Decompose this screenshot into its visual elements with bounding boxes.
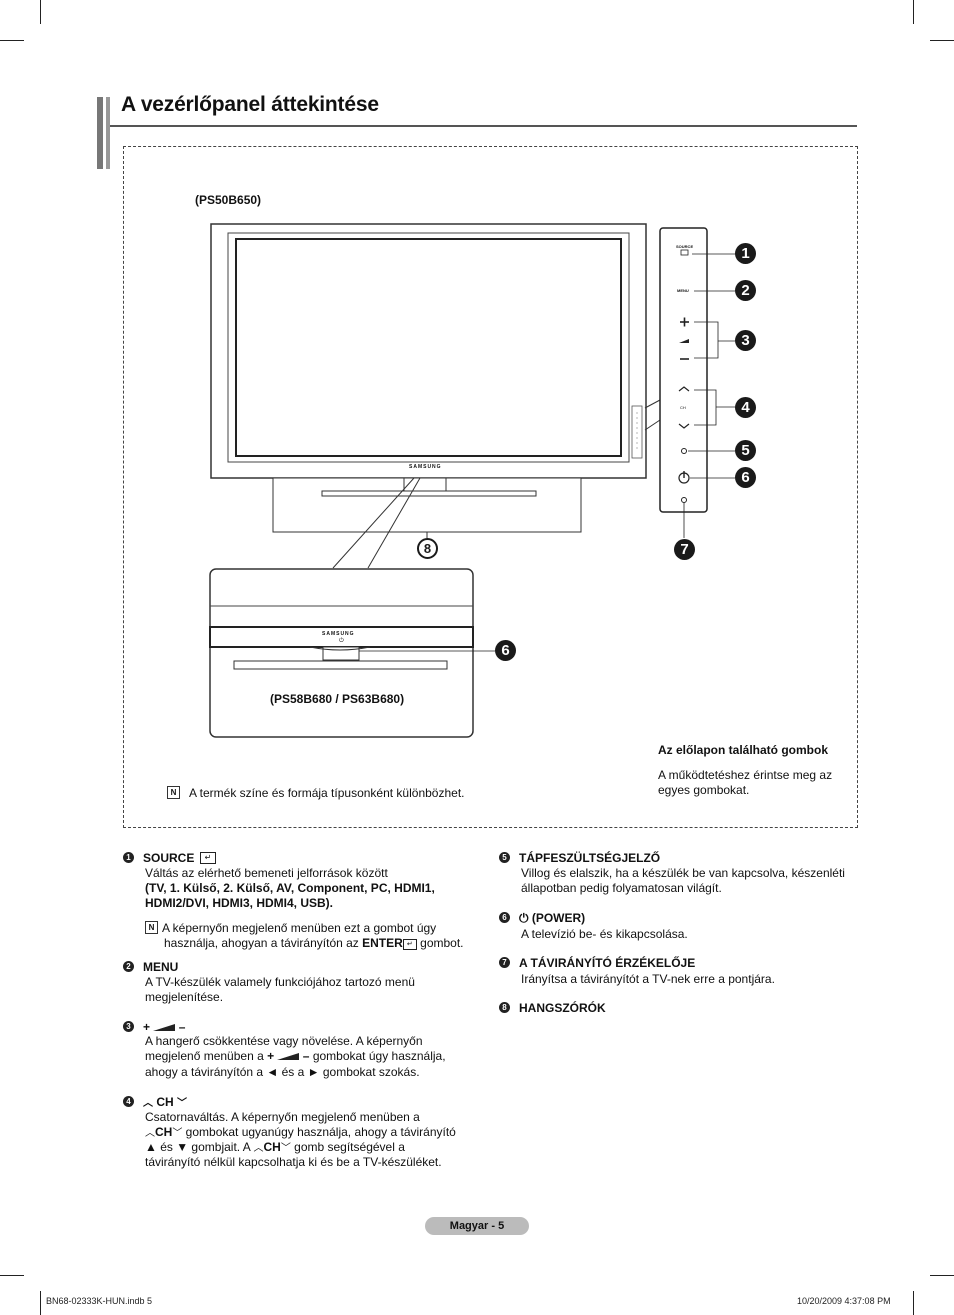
illustration-frame [123, 146, 858, 828]
item-text: állapotban pedig folyamatosan világít. [521, 881, 722, 895]
item-number-8: 8 [499, 1002, 510, 1013]
panel-source-label: SOURCE [676, 244, 694, 249]
item-text: megjelenítése. [145, 990, 224, 1004]
item-heading-power: ⏻ (POWER) [519, 911, 586, 925]
chevron-down-icon: ﹀ [280, 1143, 291, 1154]
panel-menu-label: MENU [677, 288, 689, 293]
file-name: BN68-02333K-HUN.indb 5 [46, 1296, 153, 1306]
chevron-down-icon: ﹀ [177, 1098, 188, 1109]
item-text: Irányítsa a távirányítót a TV-nek erre a… [521, 972, 775, 986]
enter-icon: ↵ [402, 939, 417, 950]
callout-6: 6 [735, 467, 756, 488]
item-number-7: 7 [499, 957, 510, 968]
callout-3: 3 [735, 330, 756, 351]
power-icon: ⏻ [339, 638, 344, 644]
item-heading-remote-sensor: A TÁVIRÁNYÍTÓ ÉRZÉKELŐJE [519, 956, 696, 970]
page-number-badge: Magyar - 5 [425, 1217, 529, 1235]
item-number-5: 5 [499, 852, 510, 863]
front-buttons-text-2: egyes gombokat. [658, 783, 750, 797]
chevron-down-icon: ﹀ [172, 1128, 183, 1139]
item-text: A hangerő csökkentése vagy növelése. A k… [145, 1034, 423, 1048]
callout-1: 1 [735, 243, 756, 264]
item-text: (TV, 1. Külső, 2. Külső, AV, Component, … [145, 881, 435, 895]
item-number-6: 6 [499, 912, 510, 923]
brand-logo-tv: SAMSUNG [409, 464, 442, 470]
item-text: távirányító nélkül kapcsolhatja ki és be… [145, 1155, 442, 1169]
volume-icon [153, 1024, 176, 1031]
item-heading-source: SOURCE [143, 851, 195, 865]
item-text: Villog és elalszik, ha a készülék be van… [521, 866, 845, 880]
title-accent [97, 97, 103, 169]
title-rule [110, 125, 857, 127]
item-text: A televízió be- és kikapcsolása. [521, 927, 688, 941]
item-heading-volume: + – [143, 1020, 186, 1034]
control-panel [659, 227, 708, 513]
item-note-line: használja, ahogyan a távirányítón az ENT… [164, 936, 464, 950]
note-text: A termék színe és formája típusonként kü… [189, 786, 465, 800]
front-buttons-heading: Az előlapon található gombok [658, 743, 829, 757]
item-number-4: 4 [123, 1096, 134, 1107]
model-label-top: (PS50B650) [195, 193, 262, 207]
note-icon: N [145, 921, 158, 934]
item-text: HDMI2/DVI, HDMI3, HDMI4, USB). [145, 896, 334, 910]
item-heading-ch: ︿ CH ﹀ [143, 1095, 188, 1109]
item-text-line: ▲ és ▼ gombjait. A ︿CH﹀ gomb segítségéve… [145, 1140, 405, 1154]
item-number-1: 1 [123, 852, 134, 863]
item-text: Váltás az elérhető bemeneti jelforrások … [145, 866, 388, 880]
callout-5: 5 [735, 440, 756, 461]
page-title: A vezérlőpanel áttekintése [121, 93, 379, 116]
chevron-up-icon: ︿ [145, 1128, 155, 1139]
item-heading-menu: MENU [143, 960, 179, 974]
brand-logo-zoom: SAMSUNG [322, 631, 355, 637]
note-icon: N [167, 786, 180, 799]
chevron-up-icon: ︿ [253, 1143, 264, 1154]
panel-ch-label: CH [680, 405, 686, 410]
source-icon: ↵ [200, 852, 216, 864]
model-label-bottom: (PS58B680 / PS63B680) [270, 692, 405, 706]
item-text-line: ︿CH﹀ gombokat ugyanúgy használja, ahogy … [145, 1125, 456, 1139]
callout-4: 4 [735, 397, 756, 418]
tv-screen [235, 238, 622, 457]
chevron-up-icon: ︿ [143, 1098, 153, 1109]
title-accent [106, 97, 110, 169]
callout-2: 2 [735, 280, 756, 301]
callout-6-zoom: 6 [495, 640, 516, 661]
volume-icon [277, 1053, 300, 1060]
item-number-3: 3 [123, 1021, 134, 1032]
print-datetime: 10/20/2009 4:37:08 PM [797, 1296, 891, 1306]
item-note: A képernyőn megjelenő menüben ezt a gomb… [162, 921, 437, 935]
tv-speaker-bar [321, 490, 537, 497]
power-icon: ⏻ [519, 911, 529, 925]
item-heading-speakers: HANGSZÓRÓK [519, 1001, 606, 1015]
front-buttons-text-1: A működtetéshez érintse meg az [658, 768, 833, 782]
item-text-line: megjelenő menüben a + – gombokat úgy has… [145, 1049, 446, 1063]
callout-7: 7 [674, 539, 695, 560]
callout-8: 8 [417, 538, 438, 559]
item-number-2: 2 [123, 961, 134, 972]
item-text: ahogy a távirányítón a ◄ és a ► gombokat… [145, 1065, 420, 1079]
item-text: Csatornaváltás. A képernyőn megjelenő me… [145, 1110, 420, 1124]
item-text: A TV-készülék valamely funkciójához tart… [145, 975, 415, 989]
item-heading-power-indicator: TÁPFESZÜLTSÉGJELZŐ [519, 851, 661, 865]
